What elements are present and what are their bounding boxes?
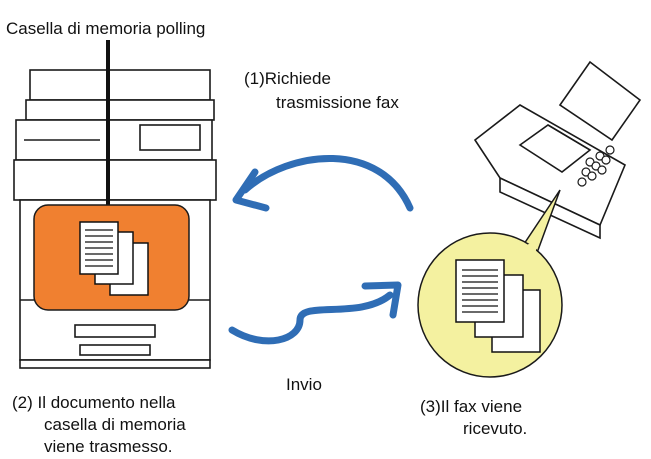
document-stack-icon (79, 221, 149, 296)
received-documents-icon (455, 259, 541, 353)
fax-machine-icon (473, 60, 642, 240)
step2-line3: viene trasmesso. (44, 437, 173, 456)
step3-line2: ricevuto. (463, 419, 528, 438)
polling-box-label: Casella di memoria polling (6, 19, 206, 38)
fax-keypad (577, 145, 615, 187)
step3-line1: (3)Il fax viene (420, 397, 523, 416)
send-arrow-icon (228, 281, 402, 345)
step1-line1: (1)Richiede (244, 69, 331, 88)
step2-line1: (2) Il documento nella (12, 393, 176, 412)
step2-line2: casella di memoria (44, 415, 186, 434)
request-arrow-icon (232, 155, 414, 212)
step1-line2: trasmissione fax (276, 93, 399, 112)
send-label: Invio (286, 375, 322, 394)
